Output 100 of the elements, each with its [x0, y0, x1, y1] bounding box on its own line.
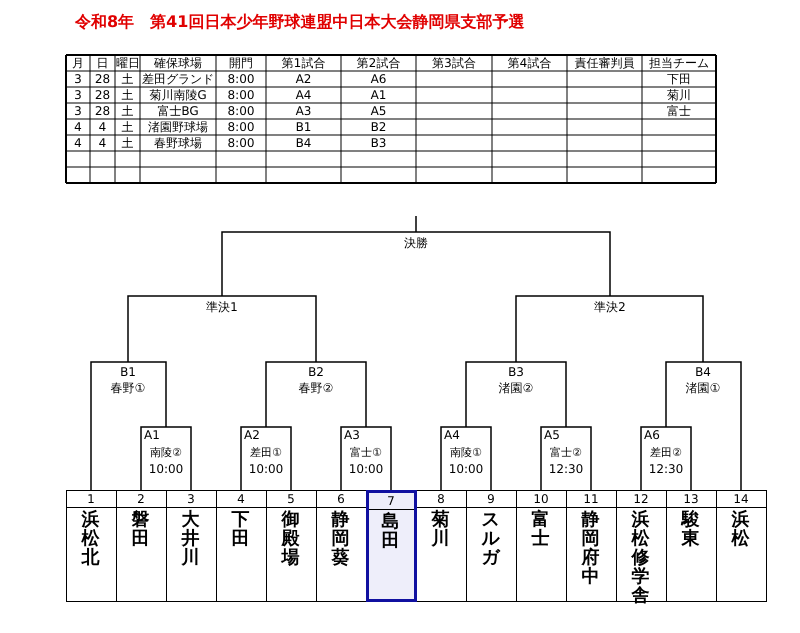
table-entry: 差田グランド: [141, 71, 215, 87]
table-entry: B4: [294, 135, 312, 151]
bracket-line: [566, 426, 592, 490]
table-entry: 28: [94, 103, 112, 119]
table-entry: 菊川: [666, 87, 692, 103]
match-code: B1: [119, 364, 137, 380]
team-name: 浜松: [731, 510, 750, 548]
bracket-line: [516, 361, 567, 427]
table-entry: B3: [370, 135, 388, 151]
table-entry: 3: [73, 87, 83, 103]
bracket-line: [340, 426, 366, 490]
bracket-line: [265, 361, 316, 427]
team-column: [616, 490, 666, 602]
table-entry: 土: [120, 119, 134, 135]
table-entry: 8:00: [226, 135, 256, 151]
team-column: [66, 490, 116, 602]
bracket-line: [240, 426, 266, 490]
column-header: 責任審判員: [574, 55, 636, 71]
team-column: [566, 490, 616, 602]
bracket-line: [415, 216, 417, 232]
team-column: [416, 490, 466, 602]
venue-name: 富士②: [549, 445, 583, 461]
bracket-line: [465, 361, 516, 427]
team-column: [716, 490, 766, 602]
column-header: 開門: [228, 55, 254, 71]
column-header: 月: [71, 55, 85, 71]
seed-number: 14: [716, 491, 766, 508]
venue-name: 南陵①: [449, 445, 483, 461]
team-column: [466, 490, 516, 602]
column-header: 日: [96, 55, 110, 71]
team-column: [216, 490, 266, 602]
team-name: 菊川: [431, 510, 450, 548]
venue-name: 渚園①: [684, 380, 722, 396]
bracket-line: [416, 231, 611, 296]
match-code: B3: [507, 364, 525, 380]
table-entry: 富士BG: [156, 103, 200, 119]
team-name: 駿東: [681, 510, 700, 548]
bracket-line: [127, 295, 222, 362]
table-entry: B1: [294, 119, 312, 135]
venue-name: 春野①: [110, 380, 146, 396]
table-entry: 土: [120, 71, 134, 87]
bracket-line: [466, 426, 492, 490]
venue-name: 春野②: [298, 380, 334, 396]
bracket-line: [665, 361, 703, 427]
bracket-line: [90, 361, 128, 490]
venue-name: 差田①: [249, 445, 283, 461]
table-entry: A5: [370, 103, 388, 119]
match-code: A3: [344, 428, 361, 443]
table-entry: 富士: [666, 103, 692, 119]
table-entry: A4: [294, 87, 312, 103]
table-entry: 春野球場: [153, 135, 203, 151]
table-entry: 3: [73, 71, 83, 87]
table-entry: 8:00: [226, 119, 256, 135]
team-name: 磐田: [131, 510, 150, 548]
bracket-line: [221, 231, 416, 296]
team-column: [366, 490, 416, 602]
table-entry: A2: [294, 71, 312, 87]
match-code: B2: [307, 364, 325, 380]
table-entry: 28: [94, 87, 112, 103]
bracket-line: [540, 426, 566, 490]
table-entry: 8:00: [226, 71, 256, 87]
table-entry: 4: [98, 119, 108, 135]
table-entry: A1: [370, 87, 388, 103]
bracket-line: [128, 361, 167, 427]
table-entry: B2: [370, 119, 388, 135]
column-header: 担当チーム: [648, 55, 710, 71]
team-column: [116, 490, 166, 602]
bracket-line: [666, 426, 692, 490]
bracket-line: [166, 426, 192, 490]
venue-name: 南陵②: [149, 445, 183, 461]
table-entry: A6: [370, 71, 388, 87]
column-header: 曜日: [116, 55, 139, 71]
bracket-line: [222, 295, 317, 362]
seed-number: 7: [368, 493, 414, 510]
team-name: 静岡府中: [581, 510, 600, 586]
table-entry: 土: [120, 87, 134, 103]
start-time: 10:00: [348, 461, 384, 477]
start-time: 12:30: [648, 461, 684, 477]
start-time: 10:00: [448, 461, 484, 477]
table-entry: 土: [120, 103, 134, 119]
bracket-line: [366, 426, 392, 490]
team-column: [266, 490, 316, 602]
table-entry: 8:00: [226, 87, 256, 103]
table-entry: 土: [120, 135, 134, 151]
team-name: 大井川: [181, 510, 200, 567]
table-entry: 渚園野球場: [147, 119, 209, 135]
title: 令和8年 第41回日本少年野球連盟中日本大会静岡県支部予選: [75, 12, 524, 33]
bracket-line: [515, 295, 610, 362]
column-header: 第2試合: [356, 55, 402, 71]
bracket-line: [610, 295, 704, 362]
table-entry: 8:00: [226, 103, 256, 119]
table-entry: 4: [73, 119, 83, 135]
column-header: 第1試合: [280, 55, 326, 71]
bracket-line: [440, 426, 466, 490]
team-column: [666, 490, 716, 602]
table-entry: 4: [73, 135, 83, 151]
match-code: A1: [144, 428, 161, 443]
table-entry: 菊川南陵G: [148, 87, 208, 103]
bracket-line: [703, 361, 742, 490]
team-name: 下田: [231, 510, 250, 548]
